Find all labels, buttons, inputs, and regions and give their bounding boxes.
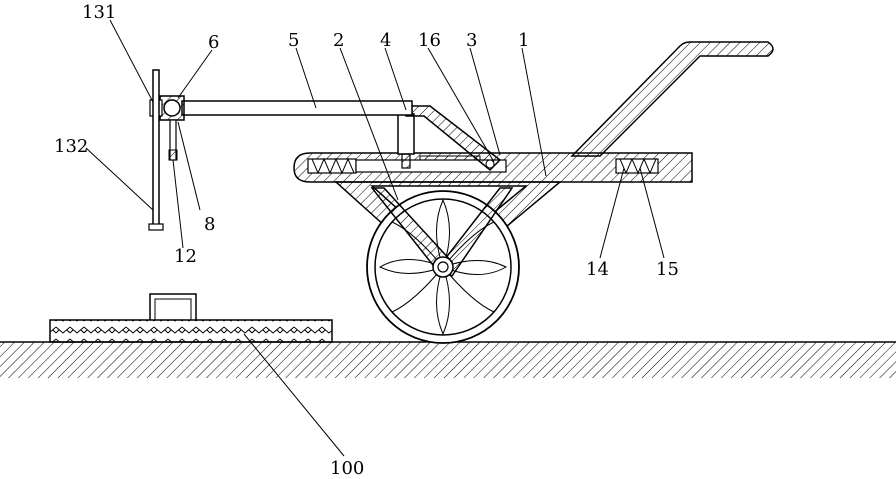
label-100: 100 (330, 458, 364, 479)
part-labels: 131 6 5 2 4 16 3 1 132 8 12 14 15 100 (54, 2, 679, 479)
label-14: 14 (586, 259, 609, 280)
arm-5 (182, 101, 412, 115)
push-handle (572, 42, 773, 156)
label-132: 132 (54, 136, 88, 157)
label-2: 2 (333, 30, 344, 51)
label-4: 4 (380, 30, 391, 51)
rod-131 (149, 70, 163, 230)
label-8: 8 (204, 214, 215, 235)
label-6: 6 (208, 32, 219, 53)
pin-12 (169, 120, 177, 160)
label-131: 131 (82, 2, 116, 23)
label-12: 12 (174, 246, 197, 267)
label-16: 16 (418, 30, 441, 51)
label-1: 1 (518, 30, 529, 51)
label-15: 15 (656, 259, 679, 280)
label-5: 5 (288, 30, 299, 51)
base-plate-100 (50, 294, 332, 342)
label-3: 3 (466, 30, 477, 51)
ground (0, 342, 896, 378)
